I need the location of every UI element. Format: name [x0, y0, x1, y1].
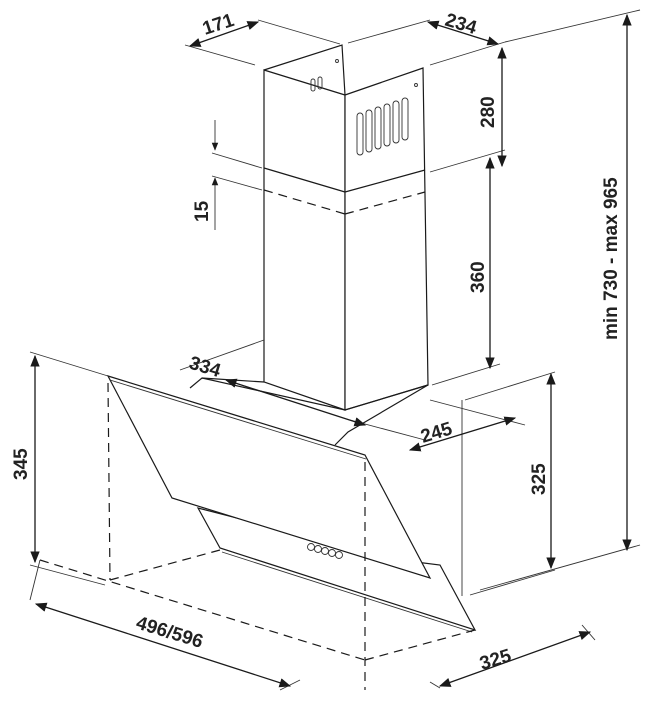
- label-overlap: 15: [192, 200, 213, 222]
- dimension-labels: 171 234 280 15 360 min 730 - max 965 334…: [11, 10, 622, 675]
- hood-body: [106, 375, 477, 633]
- label-hood-depth: 325: [477, 645, 514, 674]
- extension-lines: [29, 9, 641, 691]
- control-button-icon: [335, 551, 343, 559]
- control-buttons: [307, 543, 343, 559]
- control-button-icon: [321, 547, 329, 555]
- control-button-icon: [328, 549, 336, 557]
- chimney-left-face: [263, 69, 346, 411]
- label-total-height: min 730 - max 965: [601, 177, 622, 340]
- chimney-top-edge: [263, 44, 346, 96]
- label-lower-chimney-height: 360: [468, 261, 489, 293]
- label-hood-rear-height: 325: [529, 463, 550, 495]
- chimney: [263, 44, 429, 411]
- label-chimney-depth: 171: [200, 10, 237, 40]
- vent-slots-icon: [310, 76, 409, 156]
- dimension-lines: [30, 13, 632, 688]
- label-hood-height: 345: [11, 448, 32, 480]
- control-button-icon: [314, 545, 322, 553]
- label-mount-width: 334: [187, 353, 224, 382]
- control-button-icon: [307, 543, 315, 551]
- hood-glass-panel: [106, 375, 432, 580]
- label-chimney-width: 234: [443, 10, 480, 39]
- label-mount-depth: 245: [418, 418, 455, 447]
- label-upper-chimney-height: 280: [478, 96, 499, 128]
